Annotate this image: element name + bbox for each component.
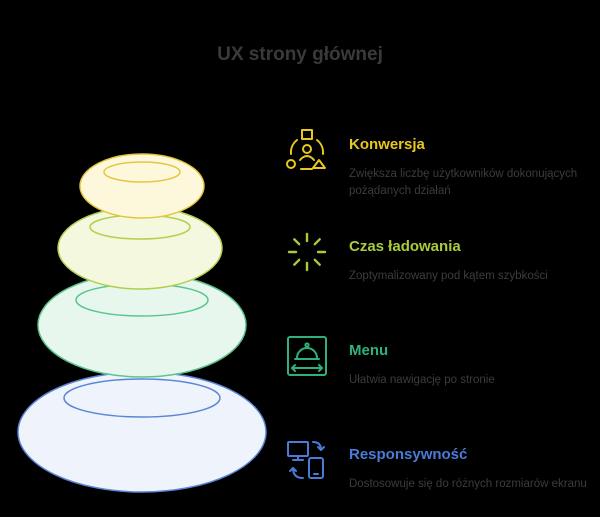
ring-czas-ladowania — [57, 206, 223, 290]
description-czas-ladowania: Zoptymalizowany pod kątem szybkości — [349, 270, 548, 282]
ring-responsywnosc — [17, 371, 267, 493]
diagram-title: UX strony głównej — [217, 44, 383, 65]
description-konwersja: Zwiększa liczbę użytkowników dokonującyc… — [349, 168, 578, 197]
description-menu: Ułatwia nawigację po stronie — [349, 374, 495, 386]
heading-menu: Menu — [349, 342, 389, 359]
loading-spinner-icon — [285, 230, 329, 274]
description-responsywnosc: Dostosowuje się do różnych rozmiarów ekr… — [349, 478, 587, 490]
ring-konwersja — [79, 153, 205, 219]
heading-responsywnosc: Responsywność — [349, 446, 468, 463]
responsive-devices-icon — [285, 438, 329, 482]
heading-konwersja: Konwersja — [349, 136, 425, 153]
user-shapes-icon — [285, 128, 329, 172]
menu-cloche-icon — [285, 334, 329, 378]
heading-czas-ladowania: Czas ładowania — [349, 238, 461, 255]
